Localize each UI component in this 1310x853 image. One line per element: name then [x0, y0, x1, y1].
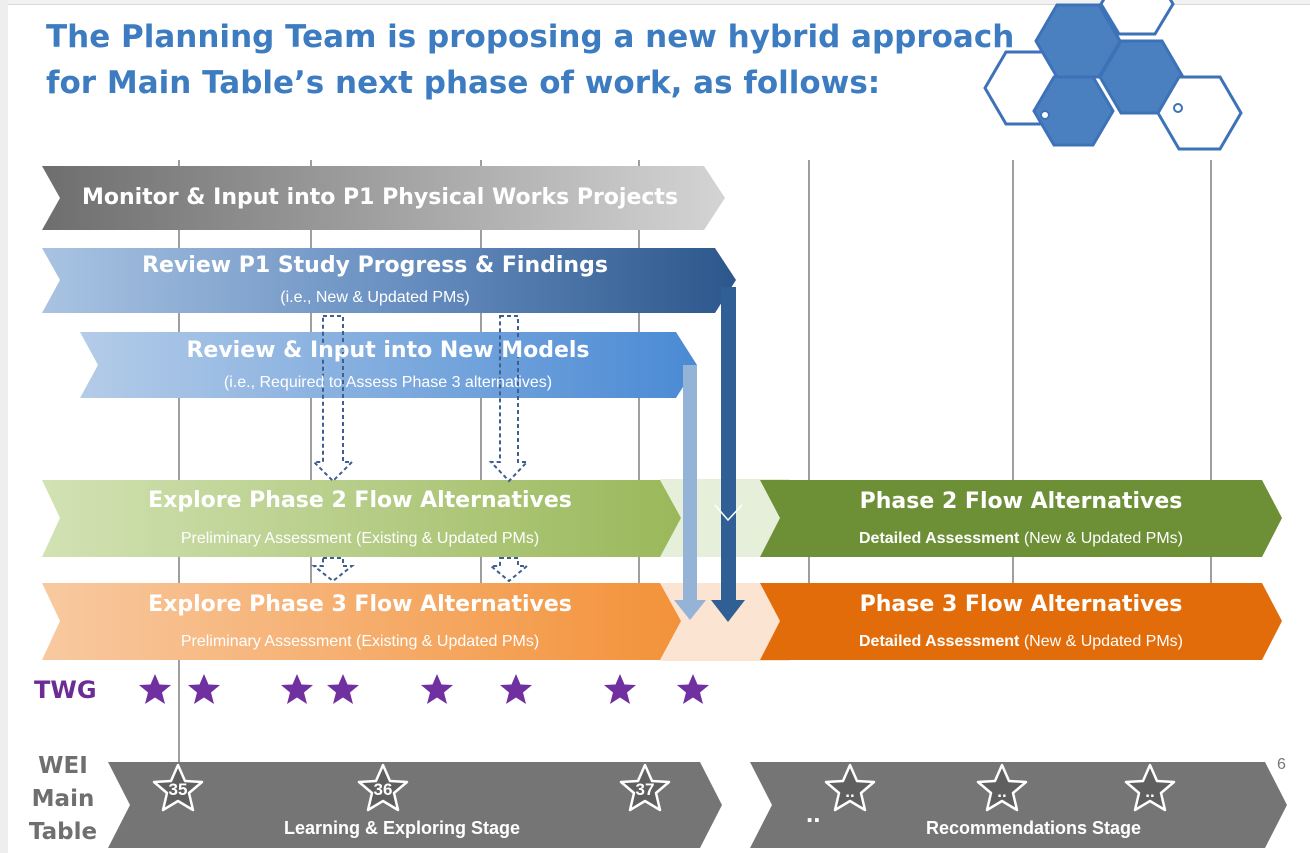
meeting-star-future	[824, 763, 876, 812]
meeting-number-36: 36	[373, 780, 393, 799]
meeting-stars	[152, 763, 1176, 812]
review-models-bar	[80, 332, 697, 398]
twg-star	[604, 674, 636, 704]
twg-star	[327, 674, 359, 704]
twg-star	[677, 674, 709, 704]
stage-gap-ellipsis: ..	[806, 798, 821, 828]
explore-p3-sub: Preliminary Assessment (Existing & Updat…	[180, 633, 540, 650]
window-left-edge	[0, 0, 8, 853]
meeting-number-37: 37	[635, 780, 655, 799]
phase2-sub-rest: (New & Updated PMs)	[1019, 530, 1183, 547]
phase3-sub-rest: (New & Updated PMs)	[1019, 633, 1183, 650]
meeting-number-future: ..	[845, 782, 855, 801]
meeting-star-35	[152, 763, 204, 812]
meeting-number-future: ..	[1145, 782, 1155, 801]
title-line-2: for Main Table’s next phase of work, as …	[46, 65, 881, 101]
explore-p2-label: Explore Phase 2 Flow Alternatives	[148, 488, 572, 513]
study-mid-arrowhead	[714, 504, 743, 522]
review-study-sub: (i.e., New & Updated PMs)	[280, 289, 470, 306]
window-top-edge	[0, 0, 1310, 5]
wei-line-1: WEI	[38, 753, 88, 779]
dashed-down-arrow	[311, 557, 355, 583]
explore-p3-label: Explore Phase 3 Flow Alternatives	[148, 592, 572, 617]
twg-star	[139, 674, 171, 704]
meeting-star-future	[1124, 763, 1176, 812]
wei-line-3: Table	[28, 819, 98, 845]
twg-star	[500, 674, 532, 704]
review-models-sub: (i.e., Required to Assess Phase 3 altern…	[223, 374, 553, 391]
study-down-arrow	[711, 287, 745, 622]
monitor-bar-label: Monitor & Input into P1 Physical Works P…	[81, 185, 679, 210]
hexagon-dot	[1040, 110, 1050, 120]
dashed-arrows	[311, 315, 530, 583]
meeting-star-future	[976, 763, 1028, 812]
explore-phase3-bar	[42, 583, 681, 660]
twg-star	[188, 674, 220, 704]
hexagon-filled	[1032, 75, 1115, 147]
meeting-number-future: ..	[997, 782, 1007, 801]
phase2-detailed-bar	[760, 480, 1282, 557]
review-models-label: Review & Input into New Models	[186, 338, 590, 363]
meeting-number-35: 35	[168, 780, 188, 799]
wei-main-table-label: WEI Main Table	[18, 750, 108, 849]
twg-star	[421, 674, 453, 704]
twg-label: TWG	[34, 676, 97, 704]
dashed-down-arrow	[488, 315, 530, 483]
phase3-label: Phase 3 Flow Alternatives	[859, 592, 1183, 617]
learning-stage-bar	[108, 762, 722, 848]
hexagon-outline	[1099, 0, 1175, 36]
dashed-down-arrow	[488, 557, 530, 583]
meeting-star-36	[357, 763, 409, 812]
phase2-sub-bold: Detailed Assessment	[859, 530, 1020, 547]
phase3-sub-bold: Detailed Assessment	[859, 633, 1020, 650]
recommendations-stage-label: Recommendations Stage	[926, 818, 1142, 838]
learning-stage-label: Learning & Exploring Stage	[284, 818, 521, 838]
twg-star	[281, 674, 313, 704]
review-study-label: Review P1 Study Progress & Findings	[142, 253, 608, 278]
page-number: 6	[1277, 756, 1286, 773]
meeting-star-37	[619, 763, 671, 812]
slide-title: The Planning Team is proposing a new hyb…	[46, 14, 1015, 106]
explore-phase2-bar	[42, 480, 681, 557]
hexagon-outline	[1156, 75, 1243, 151]
phase2-label: Phase 2 Flow Alternatives	[859, 489, 1183, 514]
hexagon-logo	[983, 0, 1243, 151]
phase2-sub: Detailed Assessment (New & Updated PMs)	[780, 528, 1262, 550]
hexagon-dot	[1173, 103, 1183, 113]
title-line-1: The Planning Team is proposing a new hyb…	[46, 19, 1015, 55]
twg-stars	[139, 674, 709, 704]
monitor-bar	[42, 166, 725, 230]
wei-line-2: Main	[31, 786, 95, 812]
models-down-arrow	[674, 365, 706, 620]
phase3-sub: Detailed Assessment (New & Updated PMs)	[780, 631, 1262, 653]
explore-p2-sub: Preliminary Assessment (Existing & Updat…	[180, 530, 540, 547]
review-study-bar	[42, 248, 736, 313]
dashed-down-arrow	[311, 315, 355, 483]
phase3-detailed-bar	[760, 583, 1282, 660]
